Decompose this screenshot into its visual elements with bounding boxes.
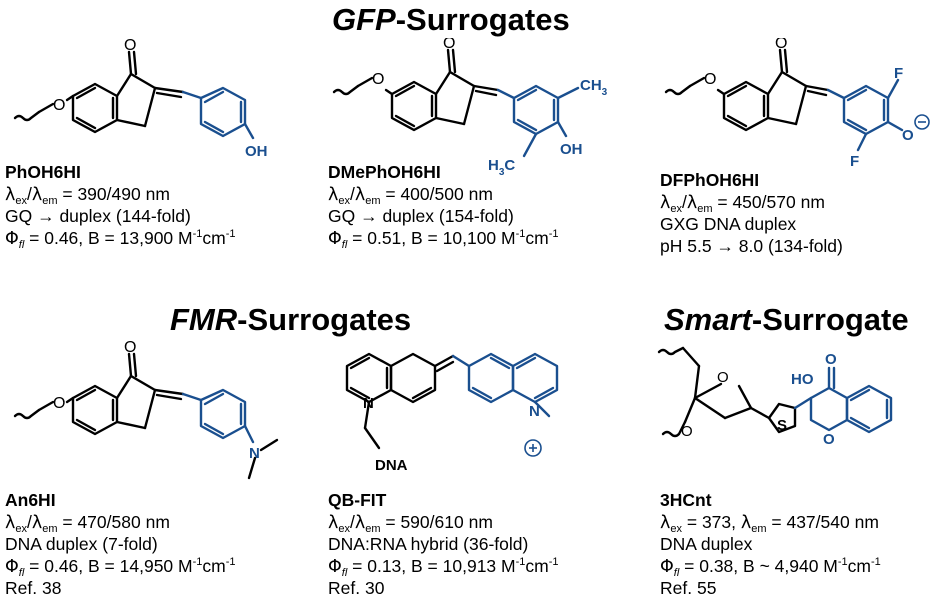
compound-name: DMePhOH6HI	[328, 162, 441, 182]
info-an6hi: An6HI λex/λem = 470/580 nm DNA duplex (7…	[5, 490, 236, 600]
atom-n: N	[529, 403, 540, 420]
atom-o: O	[704, 71, 716, 88]
atom-o: O	[681, 423, 693, 440]
compound-name: QB-FIT	[328, 490, 387, 510]
structure-dfphoh6hi: O O F O F	[664, 38, 930, 170]
info-3hcnt: 3HCnt λex = 373, λem = 437/540 nm DNA du…	[660, 490, 881, 600]
atom-o: O	[902, 127, 914, 144]
structure-qb-fit: N DNA N	[345, 352, 559, 474]
atom-h3c: H3C	[488, 157, 515, 178]
reference: Ref. 55	[660, 578, 717, 598]
quantum-yield: Φfl = 0.38, B ~ 4,940 M-1cm-1	[660, 555, 881, 579]
response: GQ → duplex (144-fold)	[5, 206, 191, 226]
atom-o: O	[443, 38, 455, 52]
info-dmephoh6hi: DMePhOH6HI λex/λem = 400/500 nm GQ → dup…	[328, 162, 559, 250]
info-phoh6hi: PhOH6HI λex/λem = 390/490 nm GQ → duplex…	[5, 162, 236, 250]
reference: Ref. 38	[5, 578, 62, 598]
response: GQ → duplex (154-fold)	[328, 206, 514, 226]
atom-n: N	[363, 395, 374, 412]
compound-name: PhOH6HI	[5, 162, 81, 182]
quantum-yield: Φfl = 0.46, B = 13,900 M-1cm-1	[5, 227, 236, 251]
title-fmr-surrogates: FMR-Surrogates	[170, 302, 412, 337]
atom-o: O	[53, 395, 65, 412]
atom-dna: DNA	[375, 457, 408, 474]
context: DNA duplex	[660, 534, 753, 554]
info-dfphoh6hi: DFPhOH6HI λex/λem = 450/570 nm GXG DNA d…	[660, 170, 843, 257]
quantum-yield: Φfl = 0.13, B = 10,913 M-1cm-1	[328, 555, 559, 579]
compound-name: 3HCnt	[660, 490, 712, 510]
compound-name: DFPhOH6HI	[660, 170, 760, 190]
atom-ho: HO	[791, 371, 814, 388]
structure-an6hi: O O N	[13, 340, 279, 480]
atom-f: F	[894, 65, 903, 82]
context: GXG DNA duplex	[660, 214, 797, 234]
atom-oh: OH	[245, 143, 268, 160]
compound-name: An6HI	[5, 490, 56, 510]
atom-n: N	[249, 445, 260, 462]
title-smart-surrogate: Smart-Surrogate	[664, 302, 909, 337]
atom-o: O	[825, 351, 837, 368]
structure-3hcnt: O O S HO O O	[657, 346, 893, 448]
atom-o: O	[717, 369, 729, 386]
wavelengths: λex = 373, λem = 437/540 nm	[660, 511, 879, 535]
wavelengths: λex/λem = 390/490 nm	[5, 183, 170, 207]
quantum-yield: Φfl = 0.46, B = 14,950 M-1cm-1	[5, 555, 236, 579]
wavelengths: λex/λem = 590/610 nm	[328, 511, 493, 535]
atom-f: F	[850, 153, 859, 170]
wavelengths: λex/λem = 450/570 nm	[660, 191, 825, 215]
atom-o: O	[53, 97, 65, 114]
quantum-yield: Φfl = 0.51, B = 10,100 M-1cm-1	[328, 227, 559, 251]
reference: Ref. 30	[328, 578, 385, 598]
structure-phoh6hi: O O OH	[13, 38, 268, 160]
info-qb-fit: QB-FIT λex/λem = 590/610 nm DNA:RNA hybr…	[328, 490, 559, 600]
wavelengths: λex/λem = 470/580 nm	[5, 511, 170, 535]
structure-dmephoh6hi: O O CH3 OH H3C	[332, 38, 608, 178]
atom-s: S	[777, 417, 787, 434]
response: DNA:RNA hybrid (36-fold)	[328, 534, 529, 554]
response: DNA duplex (7-fold)	[5, 534, 158, 554]
title-gfp-surrogates: GFP-Surrogates	[332, 2, 570, 37]
atom-oh: OH	[560, 141, 583, 158]
atom-o: O	[124, 340, 136, 356]
response: pH 5.5 → 8.0 (134-fold)	[660, 235, 843, 256]
wavelengths: λex/λem = 400/500 nm	[328, 183, 493, 207]
atom-o: O	[823, 431, 835, 448]
atom-o: O	[124, 38, 136, 54]
atom-o: O	[372, 71, 384, 88]
atom-o: O	[775, 38, 787, 52]
atom-ch3: CH3	[580, 77, 608, 98]
